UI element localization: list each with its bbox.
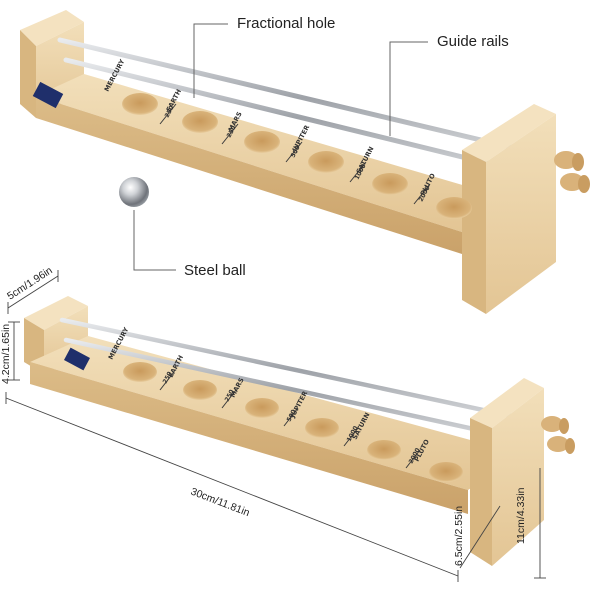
dimension-width: 5cm/1.96in: [5, 264, 55, 302]
dimension-end-height: 11cm/4.33in: [515, 487, 527, 544]
dimension-height: 4.2cm/1.65in: [0, 324, 12, 384]
fractional-holes: [122, 93, 472, 219]
steel-ball-icon: [119, 177, 149, 207]
callout-steel-ball: Steel ball: [184, 262, 246, 279]
game-board-top: MERCURY EARTH MARS JUPITER SATURN PLUTO …: [20, 10, 590, 314]
game-board-bottom: MERCURY EARTH MARS JUPITER SATURN PLUTO …: [24, 296, 575, 566]
peg-knob-icon: [541, 416, 575, 454]
dimension-end-width: 6.5cm/2.55in: [453, 506, 465, 566]
brand-logo: [32, 81, 64, 109]
brand-logo: [64, 347, 90, 371]
peg-knob-icon: [554, 151, 590, 193]
callout-lines: [133, 23, 428, 271]
callout-guide-rails: Guide rails: [437, 33, 509, 50]
callout-fractional-hole: Fractional hole: [237, 15, 336, 32]
dimension-lines: [5, 270, 546, 582]
